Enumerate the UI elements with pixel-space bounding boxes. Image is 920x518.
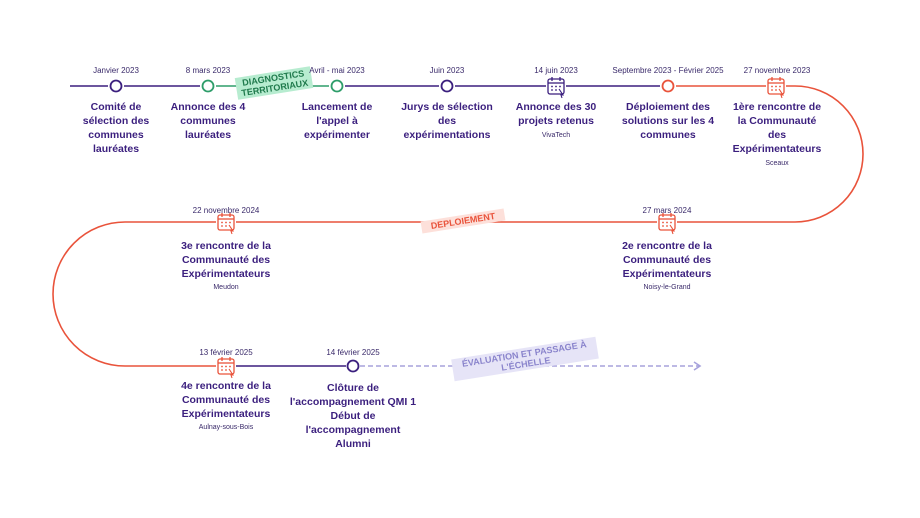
milestone-title: Clôture de l'accompagnement QMI 1 Début … xyxy=(289,382,417,450)
calendar-icon xyxy=(217,213,235,235)
milestone-date: Juin 2023 xyxy=(429,66,465,75)
milestone-marker xyxy=(440,79,454,93)
milestone-location: Meudon xyxy=(213,284,239,291)
milestone-date: 22 novembre 2024 xyxy=(192,206,260,215)
milestone-date: 14 juin 2023 xyxy=(534,66,578,75)
milestone-date: Janvier 2023 xyxy=(93,66,139,75)
arrow-head-icon xyxy=(693,361,702,371)
markers xyxy=(109,77,785,379)
milestone-date: 14 février 2025 xyxy=(326,348,380,357)
milestone-date: Septembre 2023 - Février 2025 xyxy=(612,66,724,75)
calendar-icon xyxy=(547,77,565,99)
milestone-location: Noisy-le-Grand xyxy=(643,284,691,291)
milestone-date: 27 mars 2024 xyxy=(642,206,692,215)
milestone-date: Avril - mai 2023 xyxy=(309,66,365,75)
milestone-date: 27 novembre 2023 xyxy=(743,66,811,75)
milestone-title: 4e rencontre de la Communauté des Expéri… xyxy=(181,380,271,420)
milestone-title: 3e rencontre de la Communauté des Expéri… xyxy=(181,240,271,280)
milestone-location: Sceaux xyxy=(765,160,789,167)
milestone-title: 1ère rencontre de la Communauté des Expé… xyxy=(732,101,822,155)
milestone-title: Comité de sélection des communes lauréat… xyxy=(82,101,150,155)
milestone-marker xyxy=(346,359,360,373)
calendar-icon xyxy=(217,357,235,379)
milestone-marker xyxy=(109,79,123,93)
milestone-marker xyxy=(330,79,344,93)
milestone-title: 2e rencontre de la Communauté des Expéri… xyxy=(622,240,712,280)
milestone-date: 8 mars 2023 xyxy=(185,66,231,75)
milestone-marker xyxy=(661,79,675,93)
milestone-location: VivaTech xyxy=(541,132,571,139)
calendar-icon xyxy=(658,213,676,235)
line-curve-left xyxy=(52,221,216,367)
milestone-title: Annonce des 4 communes lauréates xyxy=(170,101,246,141)
milestone-date: 13 février 2025 xyxy=(199,348,253,357)
calendar-icon xyxy=(767,77,785,99)
milestone-title: Lancement de l'appel à expérimenter xyxy=(301,101,373,141)
milestone-title: Jurys de sélection des expérimentations xyxy=(401,101,493,141)
milestone-location: Aulnay-sous-Bois xyxy=(198,424,254,431)
line-curve-right xyxy=(677,85,864,223)
milestone-marker xyxy=(201,79,215,93)
milestone-title: Déploiement des solutions sur les 4 comm… xyxy=(621,101,715,141)
milestone-title: Annonce des 30 projets retenus xyxy=(515,101,597,127)
